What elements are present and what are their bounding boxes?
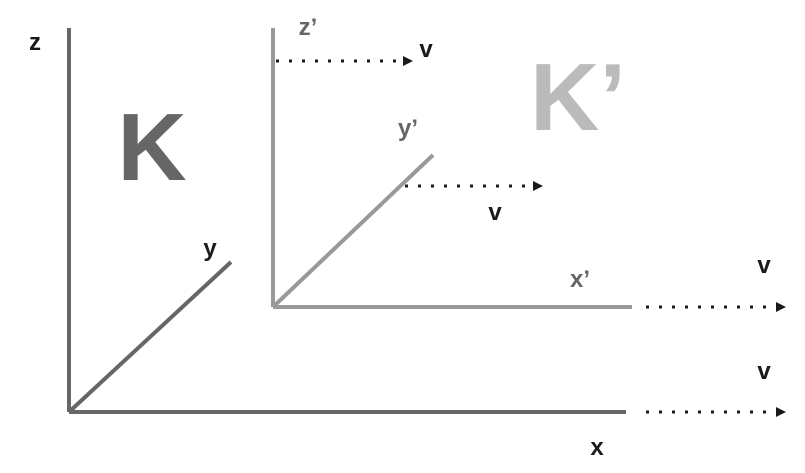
frame-k-prime-title: K’ [530,44,626,151]
velocity-arrows: v v v v [276,36,786,417]
frame-k-prime-z-label: z’ [299,14,318,41]
frame-k-z-label: z [29,29,41,56]
velocity-label-z-prime: v [419,36,433,63]
frame-k-prime-x-label: x’ [570,266,590,293]
frame-k-title: K [117,94,186,201]
frame-k: K z y x [29,28,626,461]
frame-k-x-label: x [590,434,604,461]
frame-k-y-axis [67,260,233,414]
frame-k-y-label: y [203,235,217,262]
frame-k-prime-y-label: y’ [398,115,418,142]
velocity-label-y-prime: v [488,199,502,226]
velocity-label-x-prime: v [757,252,771,279]
frame-k-prime-y-axis [271,153,435,309]
velocity-label-x: v [757,358,771,385]
frame-k-prime: K’ z’ y’ x’ [271,14,632,309]
